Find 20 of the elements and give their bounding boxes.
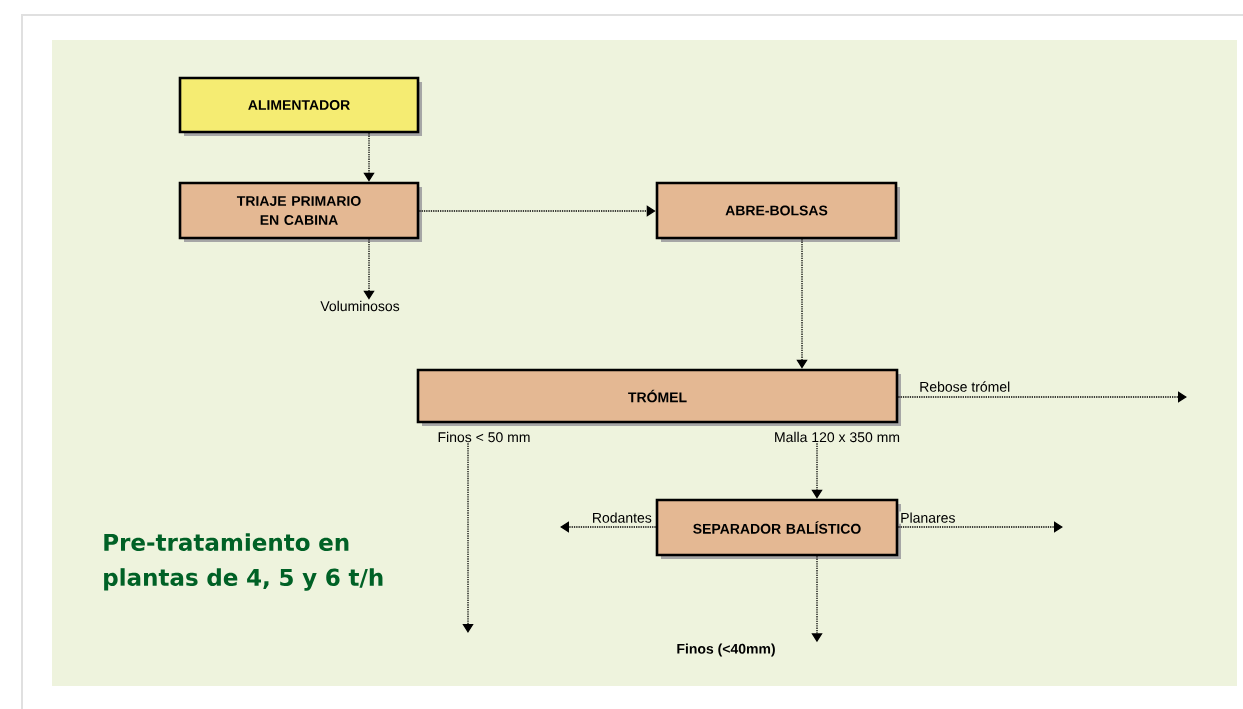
edge-label: Rebose trómel: [918, 380, 1012, 393]
process-box: TRÓMEL: [416, 368, 901, 426]
arrow: [462, 442, 474, 633]
arrow: [897, 391, 1187, 403]
arrow: [811, 442, 823, 499]
process-box: ALIMENTADOR: [178, 76, 422, 136]
flow-label: Malla 120 x 350 mm: [775, 431, 900, 443]
arrow: [560, 521, 657, 533]
arrow: [796, 238, 808, 369]
title: Pre-tratamiento en plantas de 4, 5 y 6 t/h: [104, 533, 383, 591]
flow-label: Voluminosos: [320, 300, 400, 312]
output-label: Finos (<40mm): [677, 643, 775, 657]
arrow: [418, 205, 656, 217]
process-box: SEPARADOR BALÍSTICO: [655, 498, 901, 559]
arrow: [897, 521, 1063, 533]
process-box: TRIAJE PRIMARIO EN CABINA: [178, 181, 422, 242]
process-box: ABRE-BOLSAS: [655, 181, 900, 242]
arrow: [363, 132, 375, 182]
flow-label: Finos < 50 mm: [438, 431, 530, 443]
arrow: [363, 238, 375, 300]
